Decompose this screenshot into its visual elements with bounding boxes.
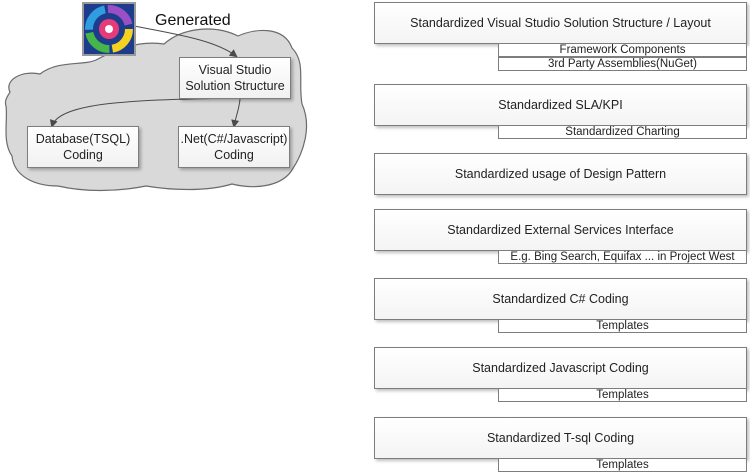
standard-title: Standardized usage of Design Pattern: [454, 167, 667, 181]
standard-sub: 3rd Party Assemblies(NuGet): [498, 57, 747, 71]
standard-title: Standardized External Services Interface: [447, 223, 674, 237]
net-box-line-2: Coding: [214, 148, 254, 162]
db-box-line-2: Coding: [63, 148, 103, 162]
standard-sub: Templates: [498, 458, 747, 472]
database-coding-box: Database(TSQL) Coding: [27, 126, 139, 168]
standard-title: Standardized Visual Studio Solution Stru…: [410, 16, 711, 30]
standard-box: Standardized Javascript Coding: [374, 347, 747, 389]
vs-box-line-2: Solution Structure: [185, 79, 285, 93]
standard-sub: Templates: [498, 388, 747, 402]
vs-box-line-1: Visual Studio: [198, 63, 272, 77]
cycle-logo-icon: [82, 2, 136, 56]
dotnet-coding-box: .Net(C#/Javascript) Coding: [178, 126, 290, 168]
standard-box: Standardized SLA/KPI: [374, 84, 747, 126]
standard-sub: E.g. Bing Search, Equifax ... in Project…: [498, 250, 747, 264]
standard-box: Standardized T-sql Coding: [374, 417, 747, 459]
standard-box: Standardized Visual Studio Solution Stru…: [374, 2, 747, 44]
standard-title: Standardized Javascript Coding: [472, 361, 649, 375]
generated-label: Generated: [155, 12, 231, 29]
net-box-line-1: .Net(C#/Javascript): [180, 132, 288, 146]
standard-sub: Framework Components: [498, 43, 747, 57]
cloud-diagram: [4, 25, 308, 192]
db-box-line-1: Database(TSQL): [35, 132, 131, 146]
generated-arrow: [133, 25, 238, 58]
vs-solution-box: Visual Studio Solution Structure: [179, 57, 291, 99]
standard-box: Standardized External Services Interface: [374, 209, 747, 251]
standard-box: Standardized usage of Design Pattern: [374, 153, 747, 195]
standard-sub: Standardized Charting: [498, 125, 747, 139]
standard-title: Standardized C# Coding: [492, 292, 629, 306]
vs-to-net-arrow: [231, 97, 241, 128]
standard-box: Standardized C# Coding: [374, 278, 747, 320]
standard-sub: Templates: [498, 319, 747, 333]
standard-title: Standardized T-sql Coding: [486, 431, 635, 445]
standard-title: Standardized SLA/KPI: [498, 98, 623, 112]
